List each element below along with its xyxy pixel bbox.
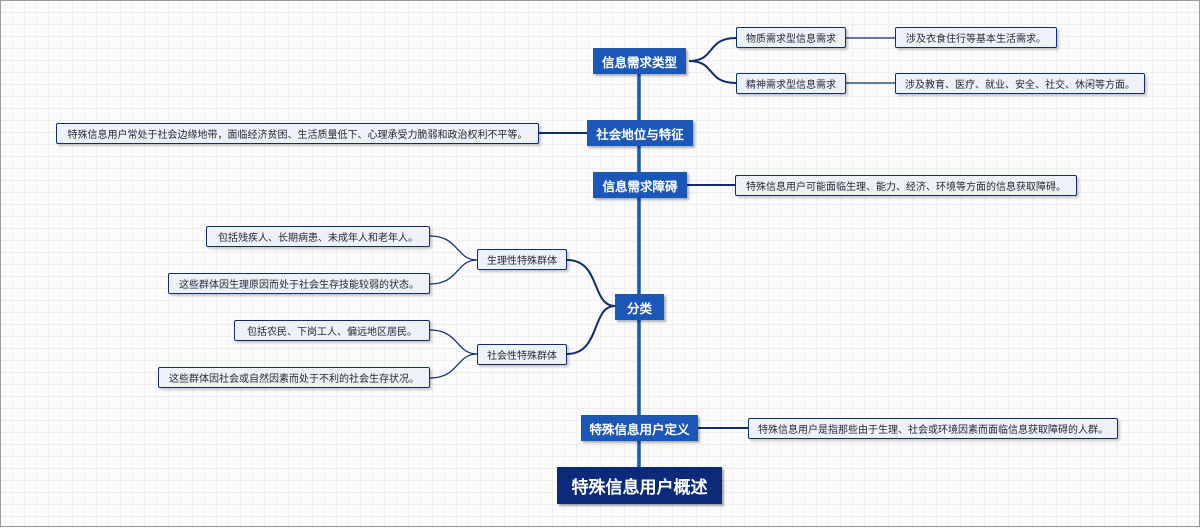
detail-physiological-status[interactable]: 这些群体因生理原因而处于社会生存技能较弱的状态。 (168, 273, 430, 294)
detail-social-status-group[interactable]: 这些群体因社会或自然因素而处于不利的社会生存状况。 (158, 367, 430, 388)
subtopic-spiritual-need[interactable]: 精神需求型信息需求 (736, 73, 846, 94)
connector-needtypes-spiritual (688, 60, 737, 84)
topic-info-need-types[interactable]: 信息需求类型 (593, 48, 686, 74)
connector-class-physio (566, 259, 616, 307)
subtopic-social-group[interactable]: 社会性特殊群体 (477, 344, 567, 365)
subtopic-physiological-group[interactable]: 生理性特殊群体 (477, 249, 567, 270)
detail-physiological-members[interactable]: 包括残疾人、长期病患、未成年人和老年人。 (206, 226, 430, 247)
connector-social-detail2 (429, 353, 478, 379)
detail-definition[interactable]: 特殊信息用户是指那些由于生理、社会或环境因素而面临信息获取障碍的人群。 (748, 418, 1118, 439)
detail-spiritual-need[interactable]: 涉及教育、医疗、就业、安全、社交、休闲等方面。 (895, 73, 1145, 94)
connector-physio-detail1 (429, 235, 478, 261)
topic-info-barriers[interactable]: 信息需求障碍 (593, 172, 687, 198)
detail-material-need[interactable]: 涉及衣食住行等基本生活需求。 (895, 27, 1057, 48)
topic-definition[interactable]: 特殊信息用户定义 (581, 415, 698, 441)
topic-social-status[interactable]: 社会地位与特征 (587, 120, 693, 146)
connector-physio-detail2 (429, 259, 478, 285)
connector-class-social (566, 305, 616, 355)
subtopic-material-need[interactable]: 物质需求型信息需求 (736, 27, 846, 48)
detail-social-status[interactable]: 特殊信息用户常处于社会边缘地带，面临经济贫困、生活质量低下、心理承受力脆弱和政治… (56, 123, 539, 144)
root-topic[interactable]: 特殊信息用户概述 (557, 467, 722, 504)
connector-needtypes-material (688, 37, 737, 62)
detail-info-barriers[interactable]: 特殊信息用户可能面临生理、能力、经济、环境等方面的信息获取障碍。 (735, 175, 1077, 196)
connector-social-detail1 (429, 329, 478, 355)
detail-social-members[interactable]: 包括农民、下岗工人、偏远地区居民。 (234, 320, 430, 341)
topic-classification[interactable]: 分类 (615, 294, 664, 320)
